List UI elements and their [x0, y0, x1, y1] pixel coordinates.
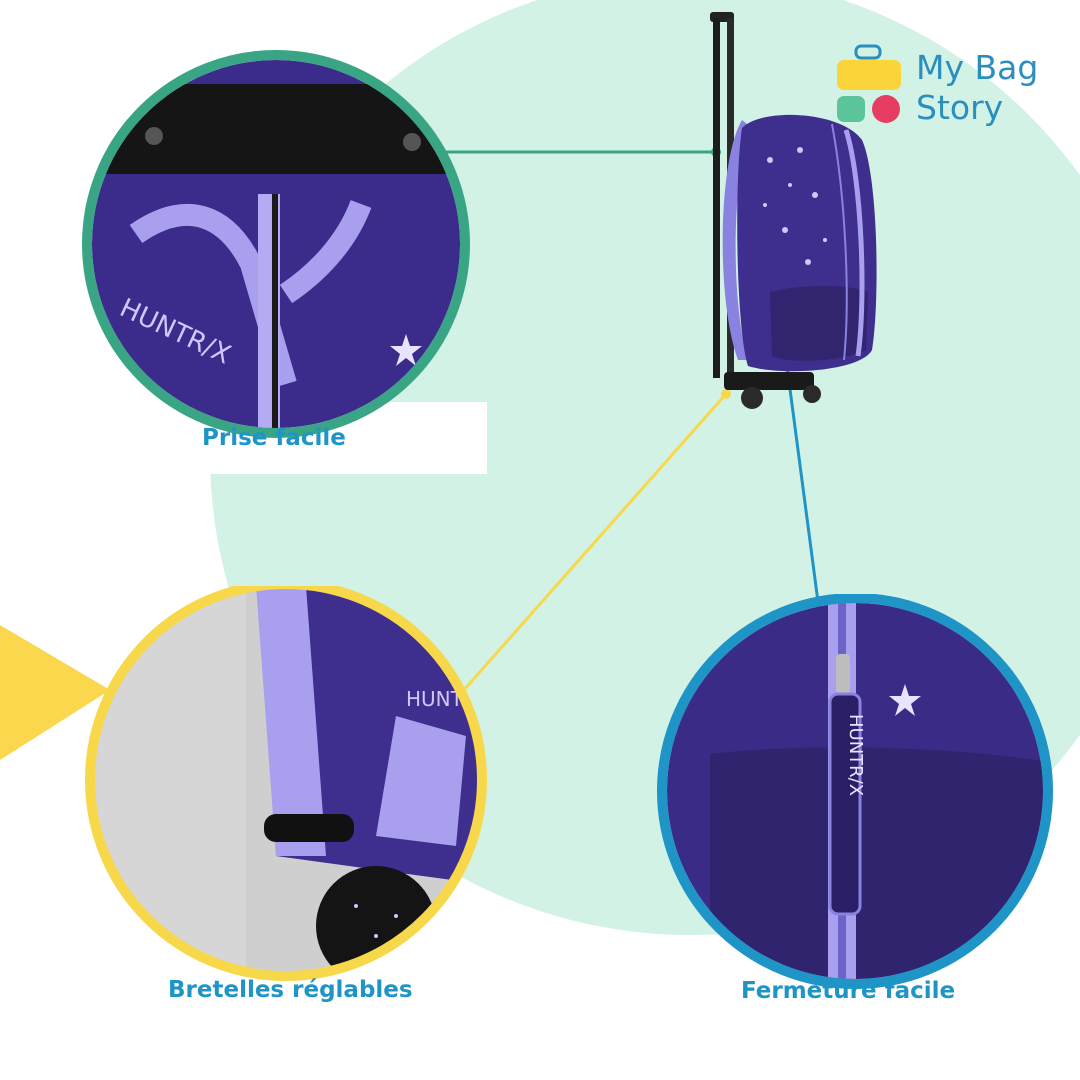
caption-adjustable-straps: Bretelles réglables — [168, 977, 413, 1003]
wheel-left-icon — [741, 387, 763, 409]
zipper-closeup-circle: HUNTR/X — [657, 594, 1053, 989]
connector-strap-dot — [721, 389, 731, 399]
trolley-backpack-icon — [710, 12, 877, 409]
bag-front-pocket — [770, 286, 868, 361]
bag-side-trim — [831, 123, 848, 361]
trolley-base — [724, 372, 814, 390]
caption-easy-grip: Prise facile — [202, 425, 346, 451]
connector-strap — [453, 393, 728, 701]
brand-logo: My Bag Story — [836, 44, 1056, 134]
trolley-pole-left — [713, 18, 720, 378]
caption-easy-closure: Fermeture facile — [741, 978, 956, 1004]
zipper-pull-text: HUNTR/X — [845, 714, 866, 796]
yellow-corner-shape — [0, 625, 110, 760]
suitcase-logo-icon — [837, 44, 901, 123]
svg-text:HUNTR/X: HUNTR/X — [406, 687, 496, 711]
wheel-right-icon — [803, 385, 821, 403]
handle-closeup-circle: HUNTR/X — [82, 50, 470, 438]
bag-pattern — [763, 147, 827, 265]
shoulder-strap — [722, 120, 752, 360]
brand-name: My Bag Story — [916, 48, 1039, 127]
bag-zipper-trim — [843, 129, 865, 357]
strap-closeup-circle: HUNTR/X — [85, 586, 496, 981]
